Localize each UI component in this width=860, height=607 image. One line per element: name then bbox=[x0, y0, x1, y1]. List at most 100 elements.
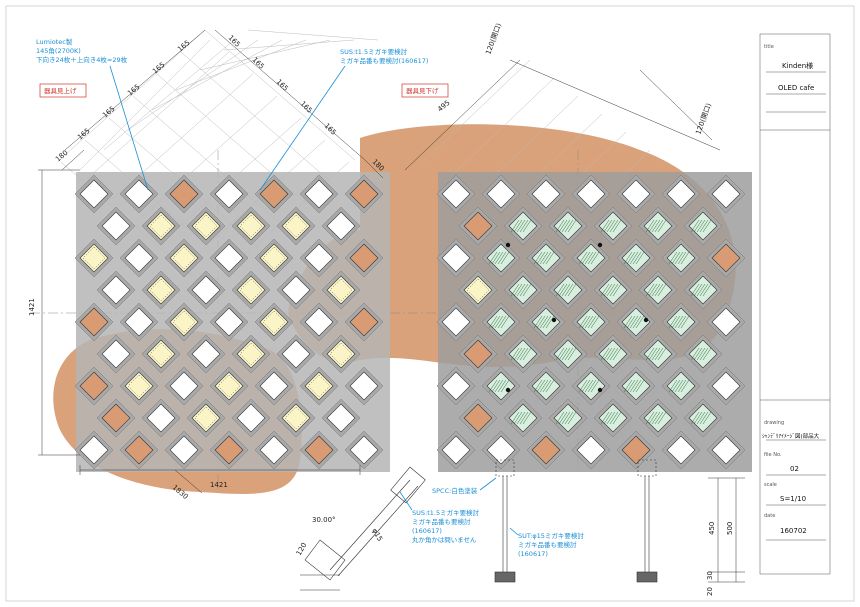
right-panel-lit bbox=[463, 275, 493, 305]
right-panel-mirror bbox=[553, 275, 583, 305]
right-panel-white bbox=[711, 371, 741, 401]
left-panel-lit bbox=[146, 275, 176, 305]
left-panel-white bbox=[304, 243, 334, 273]
right-panel-mirror bbox=[643, 339, 673, 369]
right-hatch bbox=[581, 315, 591, 329]
right-hatch bbox=[516, 347, 526, 361]
left-panel-white bbox=[101, 211, 131, 241]
right-hatch bbox=[494, 251, 504, 265]
right-hatch bbox=[609, 347, 619, 361]
left-panel-brown bbox=[349, 307, 379, 337]
right-panel-brown bbox=[711, 243, 741, 273]
dim-495: 495 bbox=[436, 99, 451, 114]
right-panel-mirror bbox=[508, 403, 538, 433]
right-hatch bbox=[648, 219, 658, 233]
right-panel-mirror bbox=[508, 275, 538, 305]
post-dimensions bbox=[708, 477, 745, 583]
right-hatch bbox=[542, 379, 552, 393]
right-hatch bbox=[567, 283, 577, 297]
title-block bbox=[759, 33, 831, 575]
right-hatch bbox=[623, 315, 633, 329]
right-hatch bbox=[539, 379, 549, 393]
right-panel-mirror bbox=[576, 243, 606, 273]
right-hatch bbox=[564, 347, 574, 361]
leader-sut bbox=[509, 527, 519, 536]
right-hatch bbox=[702, 411, 712, 425]
right-hatch bbox=[677, 379, 687, 393]
right-hatch bbox=[488, 315, 498, 329]
right-panel-mirror bbox=[598, 403, 628, 433]
right-hanger-point bbox=[505, 387, 511, 393]
left-lit-outline bbox=[329, 342, 353, 366]
left-panel-lit bbox=[326, 339, 356, 369]
left-panel-brown bbox=[259, 179, 289, 209]
left-panel-white bbox=[169, 371, 199, 401]
dim-180-left: 180 bbox=[54, 149, 69, 164]
right-hatch bbox=[654, 411, 664, 425]
tb-drawing-label: drawing bbox=[764, 420, 784, 426]
right-hatch bbox=[651, 411, 661, 425]
right-hatch bbox=[510, 347, 520, 361]
right-hanger-point bbox=[597, 242, 603, 248]
right-hatch bbox=[564, 411, 574, 425]
right-panel-mirror bbox=[621, 307, 651, 337]
right-hatch bbox=[651, 219, 661, 233]
left-lit-outline bbox=[149, 214, 173, 238]
right-hatch bbox=[693, 219, 703, 233]
right-hatch bbox=[519, 219, 529, 233]
right-panel-white bbox=[621, 179, 651, 209]
right-hatch bbox=[657, 283, 667, 297]
left-panel-white bbox=[79, 435, 109, 465]
right-hatch bbox=[693, 347, 703, 361]
right-hatch bbox=[513, 347, 523, 361]
dim-120-open-b: 120(開口) bbox=[694, 102, 713, 136]
left-panel-lit bbox=[146, 211, 176, 241]
right-hatch bbox=[696, 219, 706, 233]
post-right bbox=[636, 459, 658, 583]
right-hatch bbox=[629, 379, 639, 393]
left-panel-brown bbox=[169, 179, 199, 209]
right-hatch bbox=[654, 283, 664, 297]
right-hatch bbox=[558, 283, 568, 297]
right-panel-mirror bbox=[666, 307, 696, 337]
right-panel-mirror bbox=[531, 371, 561, 401]
right-hatch bbox=[629, 315, 639, 329]
right-hatch bbox=[671, 315, 681, 329]
right-hatch bbox=[516, 283, 526, 297]
right-hatch bbox=[606, 347, 616, 361]
right-hatch bbox=[626, 251, 636, 265]
left-lit-outline bbox=[262, 310, 286, 334]
right-panel-white bbox=[711, 179, 741, 209]
left-panel-white bbox=[169, 435, 199, 465]
top-diag-dimension-lines bbox=[64, 29, 366, 161]
right-hatch bbox=[648, 347, 658, 361]
left-panel-white bbox=[236, 403, 266, 433]
right-hatch bbox=[645, 283, 655, 297]
note-sus-top-2: ミガキ品番も要検討(160617) bbox=[340, 56, 428, 65]
right-panel-mirror bbox=[486, 371, 516, 401]
right-hatch bbox=[488, 251, 498, 265]
leader-sus-top bbox=[259, 65, 346, 191]
left-lit-outline bbox=[149, 342, 173, 366]
left-panel-brown bbox=[304, 435, 334, 465]
right-panel-white bbox=[576, 179, 606, 209]
right-panel-brown bbox=[621, 435, 651, 465]
right-hatch bbox=[693, 283, 703, 297]
tb-title-label: title bbox=[764, 44, 774, 50]
left-panel-lit bbox=[236, 211, 266, 241]
left-lit-outline bbox=[82, 246, 106, 270]
svg-text:165: 165 bbox=[151, 61, 166, 76]
note-sus-bottom-3: (160617) bbox=[412, 527, 442, 535]
note-sut-3: (160617) bbox=[518, 550, 548, 558]
right-panel-mirror bbox=[508, 339, 538, 369]
right-hatch bbox=[497, 315, 507, 329]
right-panel-white bbox=[441, 243, 471, 273]
right-hatch bbox=[539, 315, 549, 329]
right-hatch bbox=[600, 347, 610, 361]
right-panel-white bbox=[666, 179, 696, 209]
right-hatch bbox=[500, 379, 510, 393]
right-panel-white bbox=[486, 435, 516, 465]
right-hanger-point bbox=[643, 317, 649, 323]
left-panel-white bbox=[326, 211, 356, 241]
left-panel-lit bbox=[124, 371, 154, 401]
